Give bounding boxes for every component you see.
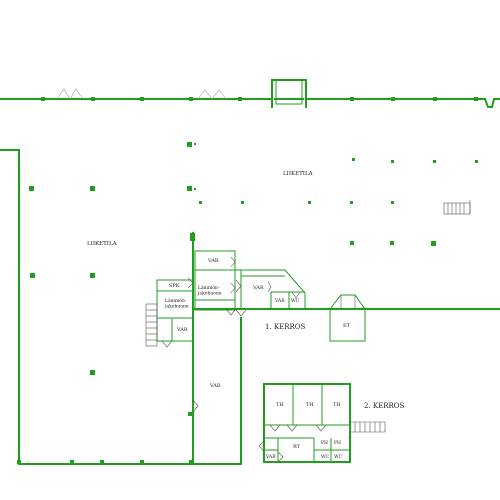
central-core [145, 232, 247, 465]
west-wall [0, 149, 242, 465]
label-wc-small: WC [291, 298, 300, 304]
label-lammonjakohuone-1: Lämmön-jakohuone [197, 285, 222, 296]
var-wc-block [235, 269, 500, 310]
et-tower [329, 294, 366, 342]
label-var-top: VAR [207, 258, 219, 264]
label-lammonjakohuone-1-text: Lämmön- [198, 285, 220, 291]
label-lammonjakohuone-2-text: Lämmön- [165, 298, 187, 304]
label-var-mid: VAR [252, 285, 264, 291]
label-et: ET [343, 323, 351, 329]
label-var-small: VAR [274, 298, 285, 304]
label-ph-1: PH [321, 440, 328, 446]
label-ph-2: PH [334, 440, 341, 446]
label-lammonjakohuone-1-text-line-2: jakohuone [197, 290, 222, 296]
label-spk: SPK [169, 283, 180, 289]
label-wc-1: WC [321, 454, 330, 460]
label-kerros-2: 2. KERROS [364, 402, 405, 410]
room-labels: LIIKETILA LIIKETILA VAR Lämmön-jakohuone… [87, 171, 405, 460]
label-wc-2: WC [334, 454, 343, 460]
label-liiketila-right: LIIKETILA [283, 171, 314, 177]
label-var-bottom: VAR [265, 454, 276, 460]
label-kerros-1: 1. KERROS [265, 323, 306, 331]
north-wall [0, 79, 500, 108]
label-rt: RT [293, 444, 301, 450]
label-th-1: TH [276, 402, 284, 408]
label-th-3: TH [333, 402, 341, 408]
upper-stair [443, 200, 471, 215]
label-th-2: TH [306, 402, 314, 408]
columns [17, 97, 478, 464]
label-var-left: VAR [176, 327, 188, 333]
label-lammonjakohuone-2: Lämmön-jakohuone [164, 298, 189, 309]
label-lammonjakohuone-2-text-line-2: jakohuone [164, 303, 189, 309]
second-floor-plan [258, 383, 386, 463]
label-liiketila-left: LIIKETILA [87, 241, 118, 247]
label-var-large: VAR [209, 383, 221, 389]
